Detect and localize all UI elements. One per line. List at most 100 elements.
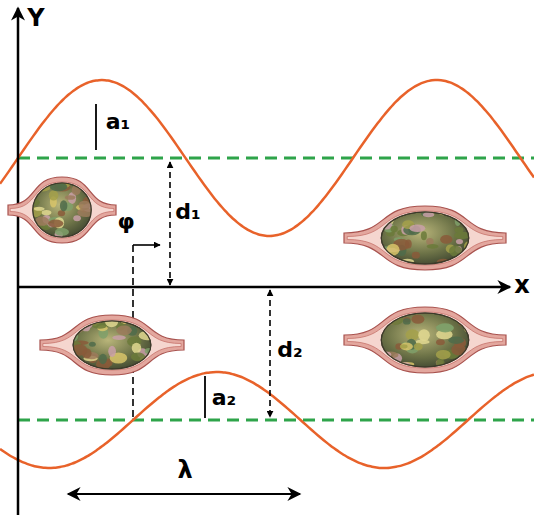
bolus-speck [48, 220, 63, 228]
bolus-speck [33, 181, 44, 190]
bolus-speck [436, 324, 454, 332]
bolus-outline [33, 183, 91, 237]
tube-lumen [43, 320, 181, 370]
bolus-speck [92, 323, 106, 328]
bolus-speck [112, 335, 126, 340]
bolus-texture [379, 309, 470, 371]
bolus-speck [405, 239, 412, 248]
bolus-speck [68, 331, 78, 342]
bolus-speck [436, 350, 451, 360]
tube-lumen [10, 182, 114, 238]
bolus-speck [384, 312, 399, 316]
bolus-speck [77, 208, 95, 217]
axis-label: Y [27, 6, 44, 30]
bolus-speck [391, 360, 398, 371]
bolus-speck [412, 252, 420, 259]
bolus-speck [436, 339, 445, 345]
x-axis [18, 286, 510, 289]
distance-label: d₂ [277, 339, 302, 361]
bolus-speck [108, 346, 116, 357]
phase-arrow [133, 244, 160, 246]
bolus-speck [406, 329, 420, 340]
bolus-speck [409, 224, 425, 232]
tube-wall [344, 307, 506, 373]
bolus-speck [449, 245, 462, 256]
tube-lumen [347, 211, 503, 265]
bolus-speck [36, 181, 49, 186]
bolus-outline [381, 313, 468, 367]
bolus-speck [455, 309, 471, 321]
bolus-speck [440, 235, 452, 244]
bolus-illustration [344, 307, 506, 373]
tube-lumen [347, 312, 503, 368]
bolus [381, 212, 468, 264]
bolus-speck [89, 342, 96, 347]
bolus-texture [68, 316, 156, 372]
tube-wall [344, 206, 506, 270]
bolus-speck [34, 183, 42, 189]
amplitude-label: a₂ [212, 387, 236, 409]
bolus-speck [99, 354, 107, 364]
bolus-illustration [40, 315, 184, 375]
y-axis [17, 8, 20, 515]
bolus-speck [421, 231, 427, 240]
bolus-speck [436, 358, 444, 368]
bolus [381, 313, 468, 367]
bolus-speck [437, 323, 454, 332]
distance-label: d₁ [175, 201, 200, 223]
bolus-outline [381, 212, 468, 264]
bolus-speck [400, 344, 408, 348]
bolus-texture [26, 180, 99, 238]
bolus-speck [390, 226, 397, 233]
bolus-illustration [8, 177, 116, 243]
bolus-texture [380, 210, 472, 265]
bolus-outline [73, 321, 151, 369]
axis-label: x [514, 273, 529, 297]
bolus-speck [42, 226, 50, 230]
bolus-speck [386, 244, 399, 256]
bolus-speck [464, 322, 471, 332]
bolus-speck [418, 329, 430, 341]
bolus [73, 321, 151, 369]
amplitude-marker [204, 376, 206, 418]
wavelength-arrow [68, 493, 300, 495]
bolus-speck [132, 343, 142, 353]
bolus-speck [139, 331, 156, 340]
lower-wall [0, 372, 534, 468]
bolus-speck [414, 343, 423, 351]
tube-wall [8, 177, 116, 243]
bolus-illustration [344, 206, 506, 270]
mean-line [18, 157, 534, 160]
tube-wall [40, 315, 184, 375]
bolus-speck [65, 195, 75, 200]
bolus-speck [448, 337, 464, 344]
bolus-speck [49, 190, 59, 200]
bolus-speck [454, 315, 469, 324]
bolus-speck [400, 342, 413, 350]
bolus-speck [55, 228, 69, 236]
bolus-speck [60, 200, 67, 211]
amplitude-marker [95, 104, 97, 150]
phase-label: φ [117, 211, 134, 233]
wavelength-label: λ [177, 458, 192, 482]
bolus-speck [41, 210, 51, 215]
amplitude-label: a₁ [106, 111, 130, 133]
bolus-speck [116, 325, 131, 335]
bolus-speck [34, 207, 45, 211]
bolus-speck [456, 239, 463, 244]
bolus-speck [403, 318, 411, 324]
bolus-speck [459, 214, 469, 219]
bolus-speck [454, 227, 463, 233]
bolus-speck [427, 244, 439, 249]
bolus-speck [463, 309, 470, 318]
bolus-speck [69, 323, 79, 331]
bolus-speck [451, 344, 466, 355]
bolus-speck [148, 319, 154, 325]
bolus-speck [105, 318, 118, 328]
distance-arrow [169, 162, 171, 285]
bolus-speck [426, 238, 433, 245]
mean-line [18, 419, 534, 422]
bolus-speck [73, 215, 81, 221]
